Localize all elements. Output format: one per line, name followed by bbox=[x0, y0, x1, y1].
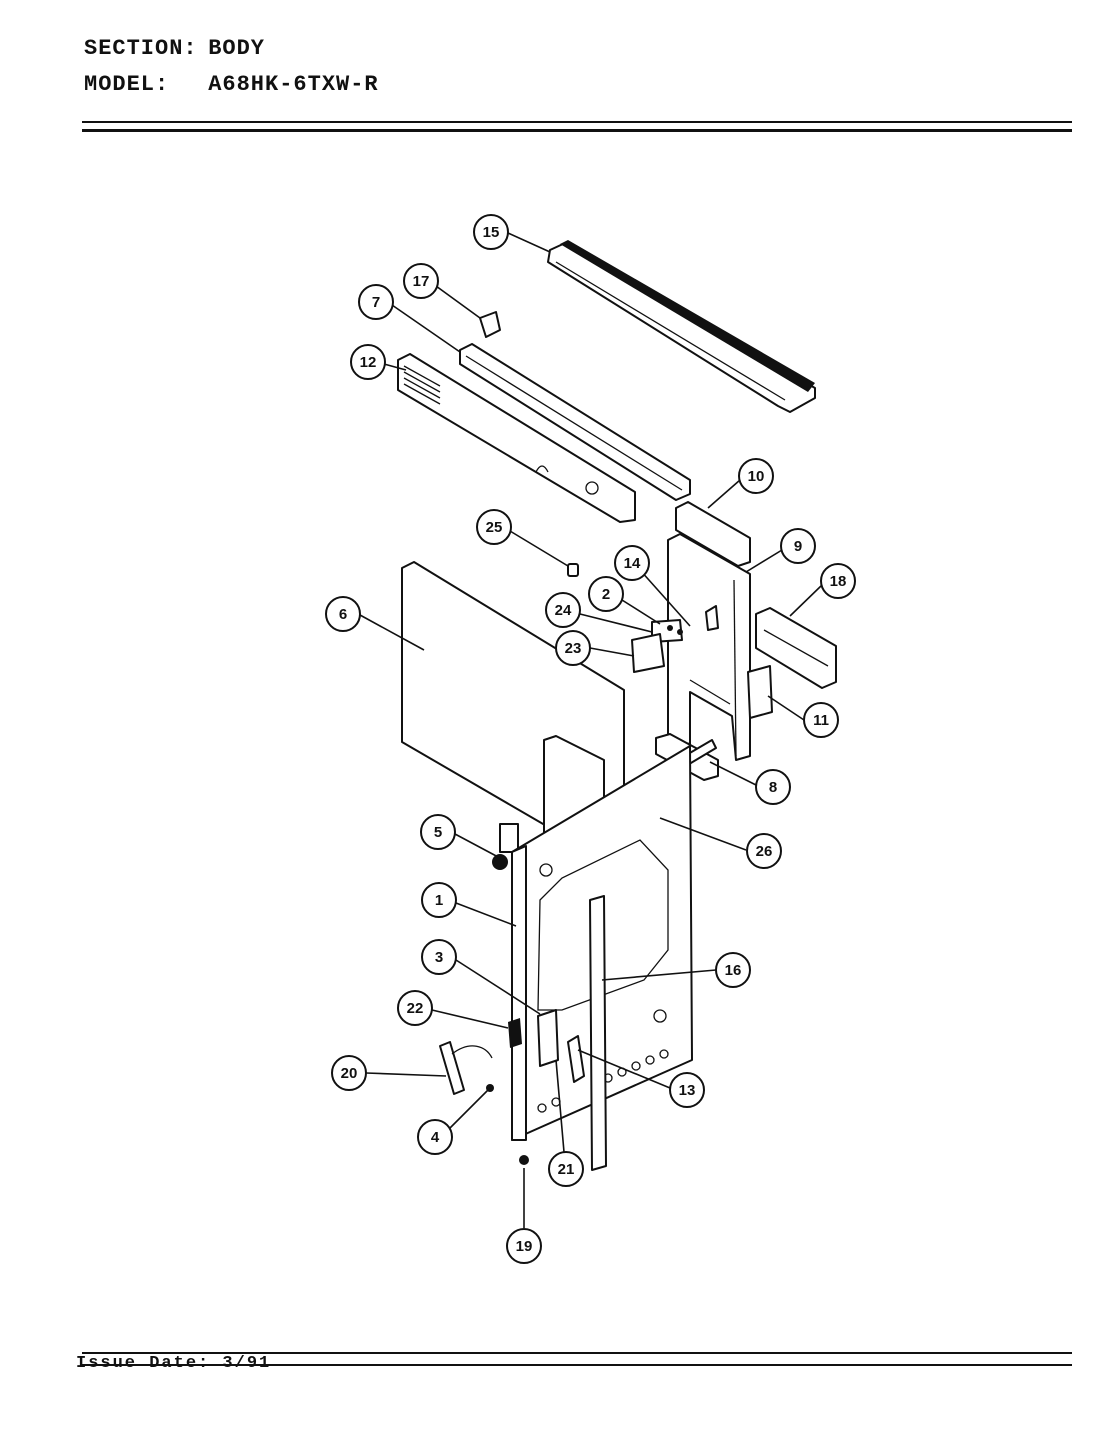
svg-text:14: 14 bbox=[624, 555, 641, 572]
svg-text:16: 16 bbox=[725, 962, 742, 979]
svg-text:3: 3 bbox=[435, 949, 443, 966]
model-value: A68HK-6TXW-R bbox=[208, 72, 379, 97]
svg-text:11: 11 bbox=[813, 712, 829, 729]
svg-text:20: 20 bbox=[341, 1065, 358, 1082]
callout-26: 26 bbox=[746, 833, 782, 869]
issue-date: Issue Date: 3/91 bbox=[76, 1354, 271, 1373]
callout-7: 7 bbox=[358, 284, 394, 320]
part-18-side-rail bbox=[755, 607, 837, 689]
model-row: MODEL: A68HK-6TXW-R bbox=[84, 72, 379, 97]
footer-rule-top bbox=[82, 1352, 1072, 1354]
svg-text:26: 26 bbox=[756, 843, 773, 860]
callout-5: 5 bbox=[420, 814, 456, 850]
callout-12: 12 bbox=[350, 344, 386, 380]
svg-text:10: 10 bbox=[748, 468, 765, 485]
part-11-plate bbox=[747, 665, 773, 719]
part-7-upper-channel bbox=[459, 343, 691, 501]
leader-lines bbox=[359, 232, 823, 1228]
svg-text:12: 12 bbox=[360, 354, 377, 371]
callout-11: 11 bbox=[803, 702, 839, 738]
svg-text:23: 23 bbox=[565, 640, 582, 657]
callout-6: 6 bbox=[325, 596, 361, 632]
callout-8: 8 bbox=[755, 769, 791, 805]
callout-22: 22 bbox=[397, 990, 433, 1026]
section-label: SECTION: bbox=[84, 36, 198, 61]
callout-16: 16 bbox=[715, 952, 751, 988]
section-row: SECTION: BODY bbox=[84, 36, 265, 61]
svg-text:13: 13 bbox=[679, 1082, 696, 1099]
callout-4: 4 bbox=[417, 1119, 453, 1155]
section-value: BODY bbox=[208, 36, 266, 61]
callout-10: 10 bbox=[738, 458, 774, 494]
svg-text:1: 1 bbox=[435, 892, 443, 909]
callout-25: 25 bbox=[476, 509, 512, 545]
callout-17: 17 bbox=[403, 263, 439, 299]
part-small-controls bbox=[439, 1009, 585, 1165]
part-12-vent-panel bbox=[397, 353, 636, 523]
callout-18: 18 bbox=[820, 563, 856, 599]
footer-rule-bottom bbox=[82, 1364, 1072, 1366]
svg-text:17: 17 bbox=[413, 273, 430, 290]
svg-text:18: 18 bbox=[830, 573, 847, 590]
callout-23: 23 bbox=[555, 630, 591, 666]
svg-text:25: 25 bbox=[486, 519, 503, 536]
callout-13: 13 bbox=[669, 1072, 705, 1108]
callout-2: 2 bbox=[588, 576, 624, 612]
callout-19: 19 bbox=[506, 1228, 542, 1264]
svg-text:15: 15 bbox=[483, 224, 500, 241]
header-rule-thin bbox=[82, 121, 1072, 123]
callout-3: 3 bbox=[421, 939, 457, 975]
callout-24: 24 bbox=[545, 592, 581, 628]
svg-text:21: 21 bbox=[558, 1161, 575, 1178]
svg-text:24: 24 bbox=[555, 602, 572, 619]
svg-text:8: 8 bbox=[769, 779, 777, 796]
model-label: MODEL: bbox=[84, 72, 170, 97]
svg-text:19: 19 bbox=[516, 1238, 533, 1255]
svg-text:22: 22 bbox=[407, 1000, 424, 1017]
svg-text:2: 2 bbox=[602, 586, 610, 603]
callout-15: 15 bbox=[473, 214, 509, 250]
callout-14: 14 bbox=[614, 545, 650, 581]
callout-21: 21 bbox=[548, 1151, 584, 1187]
svg-text:4: 4 bbox=[431, 1129, 440, 1146]
part-16-vertical-strap bbox=[589, 895, 607, 1171]
part-25-grommet bbox=[567, 563, 579, 577]
callout-20: 20 bbox=[331, 1055, 367, 1091]
callout-1: 1 bbox=[421, 882, 457, 918]
svg-text:5: 5 bbox=[434, 824, 442, 841]
part-hinge-hardware bbox=[631, 605, 719, 673]
callout-9: 9 bbox=[780, 528, 816, 564]
part-9-side-post bbox=[667, 533, 751, 761]
svg-text:9: 9 bbox=[794, 538, 802, 555]
header-rule-thick bbox=[82, 129, 1072, 132]
part-5-knob bbox=[492, 854, 508, 870]
svg-text:6: 6 bbox=[339, 606, 347, 623]
part-10-bracket bbox=[675, 501, 751, 567]
svg-text:7: 7 bbox=[372, 294, 380, 311]
part-15-top-rail bbox=[547, 240, 816, 413]
part-17-clip bbox=[479, 311, 501, 338]
